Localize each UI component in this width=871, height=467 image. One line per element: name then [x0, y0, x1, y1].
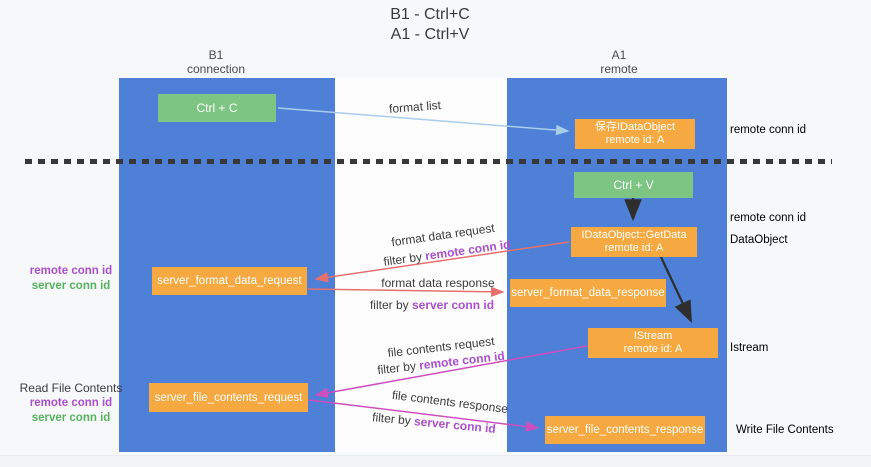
- diagram-title: B1 - Ctrl+C A1 - Ctrl+V: [390, 5, 470, 45]
- lifeline-a1-role: remote: [600, 62, 638, 76]
- left-file-conn-ids: Read File Contents remote conn id server…: [15, 381, 127, 426]
- node-idataobject-getdata-line2: remote id: A: [604, 242, 664, 254]
- read-file-contents-label: Read File Contents: [19, 381, 123, 395]
- node-istream-line2: remote id: A: [623, 343, 683, 355]
- remote-conn-id-label: remote conn id: [29, 397, 113, 409]
- node-save-idataobject-line2: remote id: A: [605, 134, 665, 146]
- remote-conn-id-label: remote conn id: [29, 265, 113, 277]
- node-server-format-data-request: server_format_data_request: [152, 267, 307, 295]
- server-conn-id-highlight: server conn id: [411, 298, 495, 312]
- node-save-idataobject-line1: 保存IDataObject: [594, 121, 676, 133]
- node-save-idataobject: 保存IDataObject remote id: A: [575, 119, 695, 149]
- right-write-file-contents-label: Write File Contents: [736, 424, 834, 436]
- bottom-strip: [0, 455, 871, 467]
- lifeline-a1-name: A1: [611, 48, 627, 62]
- node-server-file-contents-response-label: server_file_contents_response: [546, 424, 704, 436]
- node-server-format-data-response-label: server_format_data_response: [511, 287, 665, 299]
- title-line-1: B1 - Ctrl+C: [390, 6, 470, 23]
- node-ctrl-c: Ctrl + C: [158, 94, 276, 122]
- title-line-2: A1 - Ctrl+V: [390, 26, 470, 43]
- lifeline-b1-role: connection: [186, 62, 246, 76]
- node-server-format-data-request-label: server_format_data_request: [157, 275, 302, 287]
- right-dataobject-label: DataObject: [730, 234, 788, 246]
- node-istream: IStream remote id: A: [588, 328, 718, 358]
- node-idataobject-getdata-line1: IDataObject::GetData: [581, 229, 687, 241]
- node-ctrl-v-label: Ctrl + V: [613, 178, 654, 192]
- right-remote-conn-id-top: remote conn id: [730, 124, 807, 136]
- node-ctrl-v: Ctrl + V: [574, 172, 693, 198]
- node-server-file-contents-response: server_file_contents_response: [545, 416, 705, 444]
- lifeline-b1-name: B1: [208, 48, 224, 62]
- lifeline-header-b1: B1 connection: [187, 48, 245, 76]
- lifeline-header-a1: A1 remote: [600, 48, 637, 76]
- right-remote-conn-id-mid: remote conn id: [730, 212, 807, 224]
- node-ctrl-c-label: Ctrl + C: [196, 101, 238, 115]
- node-server-format-data-response: server_format_data_response: [510, 279, 666, 307]
- filter-by-text: filter by: [369, 298, 412, 312]
- label-format-data-response: format data response: [381, 276, 495, 290]
- left-format-conn-ids: remote conn id server conn id: [15, 264, 127, 294]
- node-idataobject-getdata: IDataObject::GetData remote id: A: [571, 227, 697, 257]
- node-server-file-contents-request: server_file_contents_request: [149, 383, 308, 412]
- server-conn-id-label: server conn id: [31, 280, 111, 292]
- right-istream-label: Istream: [730, 342, 769, 354]
- node-istream-line1: IStream: [633, 330, 673, 342]
- clipboard-boundary-divider: [25, 159, 832, 164]
- server-conn-id-label: server conn id: [31, 412, 111, 424]
- label-format-data-response-filter: filter by server conn id: [370, 298, 494, 312]
- node-server-file-contents-request-label: server_file_contents_request: [154, 391, 303, 404]
